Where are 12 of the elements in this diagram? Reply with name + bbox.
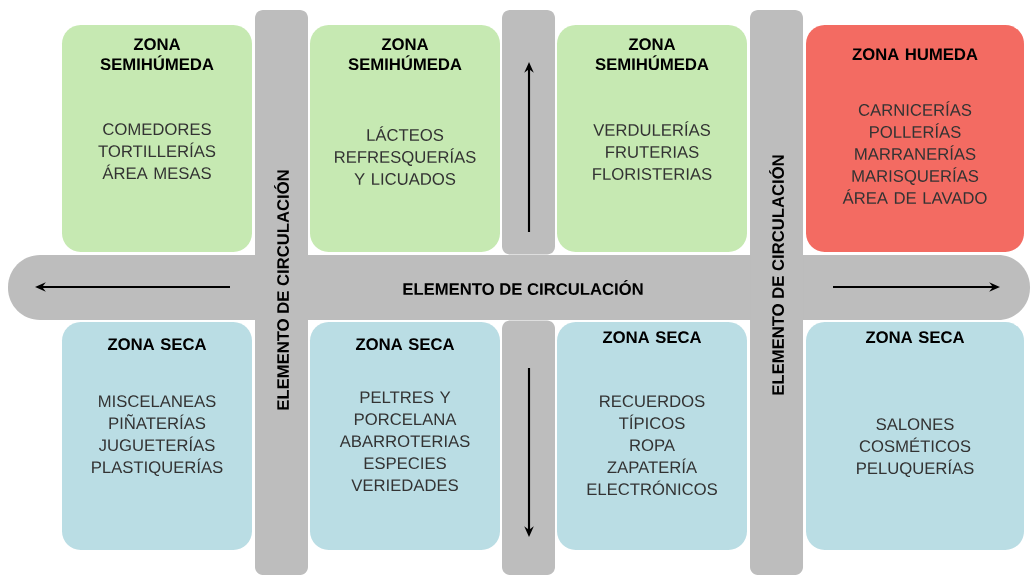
zone-box: ZONA SECA SALONES COSMÉTICOS PELUQUERÍAS — [806, 322, 1024, 550]
zone-box: ZONA SECA PELTRES Y PORCELANA ABARROTERIAS ESPECIES VERIEDADES — [310, 322, 500, 550]
circulation-band — [502, 10, 555, 255]
zone-box: ZONA SEMIHÚMEDA COMEDORES TORTILLERÍAS ÁREA MESAS — [62, 25, 252, 252]
circulation-band: ELEMENTO DE CIRCULACIÓN — [750, 10, 803, 575]
zone-box: ZONA SEMIHÚMEDA LÁCTEOS REFRESQUERÍAS Y LICUADOS — [310, 25, 500, 252]
zone-box: ZONA HUMEDA CARNICERÍAS POLLERÍAS MARRANERÍAS MARISQUERÍAS ÁREA DE LAVADO — [806, 25, 1024, 252]
circulation-band — [502, 320, 555, 575]
circulation-band: ELEMENTO DE CIRCULACIÓN — [255, 10, 308, 575]
zone-box: ZONA SEMIHÚMEDA VERDULERÍAS FRUTERIAS FLORISTERIAS — [557, 25, 747, 252]
zone-box: ZONA SECA RECUERDOS TÍPICOS ROPA ZAPATERÍA ELECTRÓNICOS — [557, 322, 747, 550]
zone-box: ZONA SECA MISCELANEAS PIÑATERÍAS JUGUETERÍAS PLASTIQUERÍAS — [62, 322, 252, 550]
